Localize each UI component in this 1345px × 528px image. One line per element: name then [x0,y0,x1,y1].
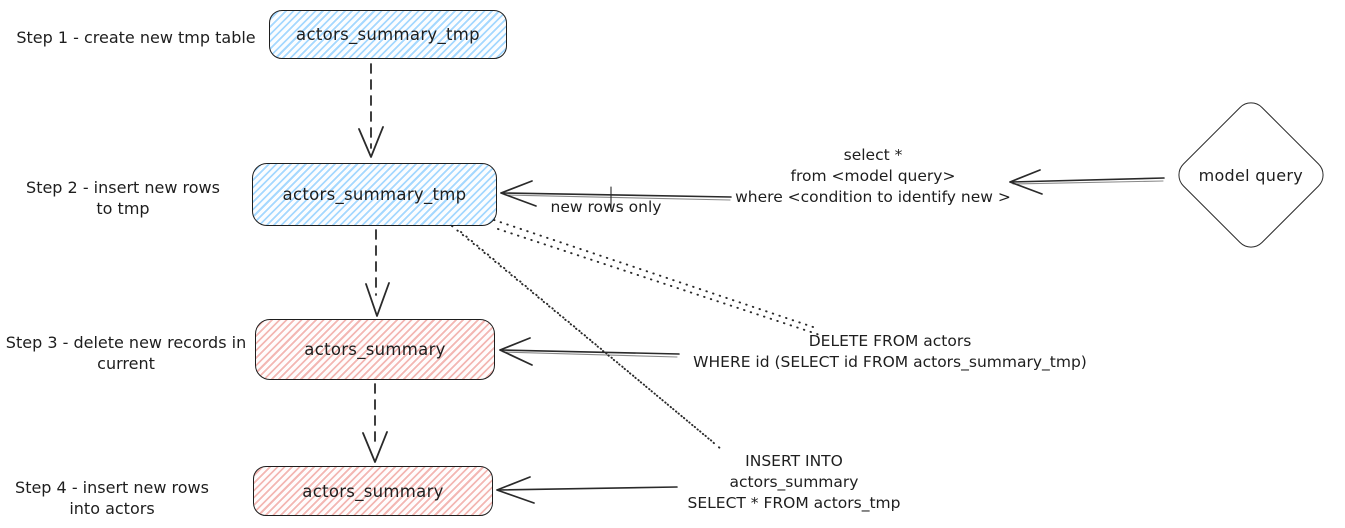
step-4-label: Step 4 - insert new rows into actors [15,478,209,518]
dotted-link-tmp-to-delete [493,219,821,336]
node-actors-summary-step3: actors_summary [255,319,495,380]
node-model-query-diamond: model query [1171,95,1331,255]
insert-sql-annotation: INSERT INTO actors_summary SELECT * FROM… [687,452,901,512]
arrow-model-query-to-text [1009,169,1165,195]
node-actors-summary-tmp-step1: actors_summary_tmp [269,10,507,59]
node-actors-summary-step4: actors_summary [253,466,493,516]
arrow-delete-to-summary [499,337,680,366]
dashed-arrow-step3-step4 [362,383,388,463]
node-label: model query [1198,165,1304,185]
step-3-label: Step 3 - delete new records in current [5,333,247,373]
arrow-insert-to-summary [496,476,678,504]
step-1-label: Step 1 - create new tmp table [16,28,256,47]
new-rows-only-label: new rows only [550,198,662,216]
node-actors-summary-tmp-step2: actors_summary_tmp [252,163,497,226]
select-query-annotation: select * from <model query> where <condi… [735,146,1011,206]
step-2-label: Step 2 - insert new rows to tmp [26,178,220,218]
node-label: actors_summary_tmp [282,185,467,204]
dashed-arrow-step1-step2 [358,63,384,158]
node-label: actors_summary [302,481,444,501]
node-label: actors_summary_tmp [296,25,480,44]
dashed-arrow-step2-step3 [365,229,390,317]
delete-sql-annotation: DELETE FROM actors WHERE id (SELECT id F… [693,332,1087,371]
node-label: actors_summary [304,340,446,359]
